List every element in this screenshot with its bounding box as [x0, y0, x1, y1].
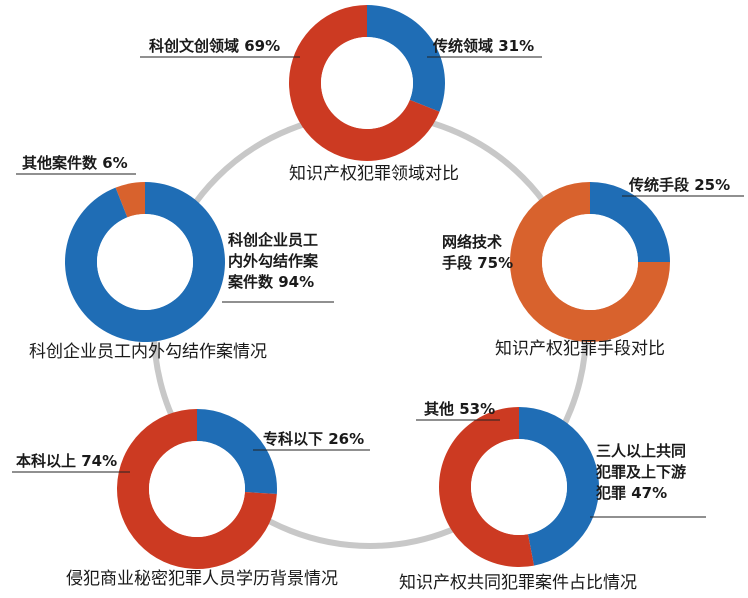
slice-label-1-2: 科创文创领域 69% [149, 37, 280, 55]
slice-label-1-1: 传统领域 31% [432, 37, 534, 55]
donut-hole-5 [97, 214, 193, 310]
donut-slice-2-2 [510, 182, 670, 342]
slice-label-3-1: 三人以上共同犯罪及上下游犯罪 47% [595, 442, 686, 502]
slice-label-2-1: 传统手段 25% [628, 176, 730, 194]
donut-chart-3 [439, 407, 600, 567]
slice-label-5-1: 其他案件数 6% [22, 154, 128, 172]
donut-chart-1 [289, 5, 445, 162]
donut-slice-4-2 [117, 409, 277, 569]
chart-title-3: 知识产权共同犯罪案件占比情况 [399, 573, 637, 593]
slice-label-5-2: 科创企业员工内外勾结作案案件数 94% [227, 231, 319, 291]
donut-slice-1-1 [367, 5, 445, 112]
donut-hole-3 [471, 439, 567, 535]
slice-label-3-2: 其他 53% [424, 400, 495, 418]
chart-title-2: 知识产权犯罪手段对比 [495, 339, 665, 359]
slice-label-4-1: 专科以下 26% [263, 430, 364, 448]
donut-slice-1-2 [289, 5, 440, 162]
donut-chart-2 [510, 182, 670, 342]
donut-hole-2 [542, 214, 638, 310]
donut-slice-3-1 [519, 407, 600, 566]
slice-label-2-2: 网络技术手段 75% [442, 233, 513, 272]
chart-title-5: 科创企业员工内外勾结作案情况 [29, 342, 267, 362]
slice-label-4-2: 本科以上 74% [16, 452, 117, 470]
donut-slice-3-2 [439, 407, 534, 567]
chart-title-4: 侵犯商业秘密犯罪人员学历背景情况 [66, 569, 338, 589]
donut-slice-5-2 [64, 182, 225, 342]
donut-slice-2-1 [590, 182, 670, 262]
chart-title-1: 知识产权犯罪领域对比 [289, 164, 459, 184]
donut-hole-1 [321, 37, 413, 129]
donut-slice-5-1 [115, 182, 145, 218]
donut-chart-5 [64, 182, 225, 342]
donut-chart-4 [117, 409, 277, 569]
donut-slice-4-1 [197, 409, 277, 495]
donut-hole-4 [149, 441, 245, 537]
